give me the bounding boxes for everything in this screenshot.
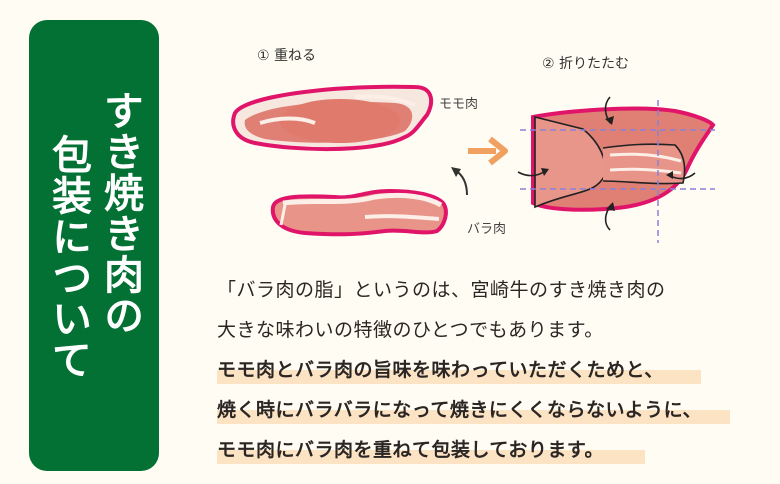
momo-label: モモ肉	[439, 97, 479, 112]
highlighted-line-1: モモ肉とバラ肉の旨味を味わっていただくためと、	[217, 357, 702, 397]
title-column-2: 包装について	[45, 134, 91, 380]
meat-diagram-icon	[231, 84, 716, 243]
description-line-2: 大きな味わいの特徴のひとつでもあります。	[217, 319, 604, 341]
highlighted-line-3: モモ肉にバラ肉を重ねて包装しております。	[217, 437, 702, 477]
bara-slice	[270, 188, 448, 237]
orange-arrow	[468, 136, 508, 166]
folded-meat	[517, 96, 716, 243]
description-line-1: 「バラ肉の脂」というのは、宮崎牛のすき焼き肉の	[217, 279, 666, 301]
title-column-1: すき焼き肉の	[97, 90, 143, 336]
vertical-title: すき焼き肉の 包装について	[45, 90, 143, 380]
highlighted-line-2: 焼く時にバラバラになって焼きにくくならないように、	[217, 397, 731, 437]
step1-label: ① 重ねる	[257, 48, 317, 64]
bara-label: バラ肉	[467, 222, 507, 237]
momo-slice	[231, 84, 434, 152]
title-panel: すき焼き肉の 包装について	[29, 20, 159, 471]
step2-label: ② 折りたたむ	[542, 56, 630, 72]
description: 「バラ肉の脂」というのは、宮崎牛のすき焼き肉の 大きな味わいの特徴のひとつでもあ…	[217, 277, 731, 477]
packaging-illustration: ① 重ねる ② 折りたたむ モモ肉 バラ肉	[205, 25, 725, 250]
